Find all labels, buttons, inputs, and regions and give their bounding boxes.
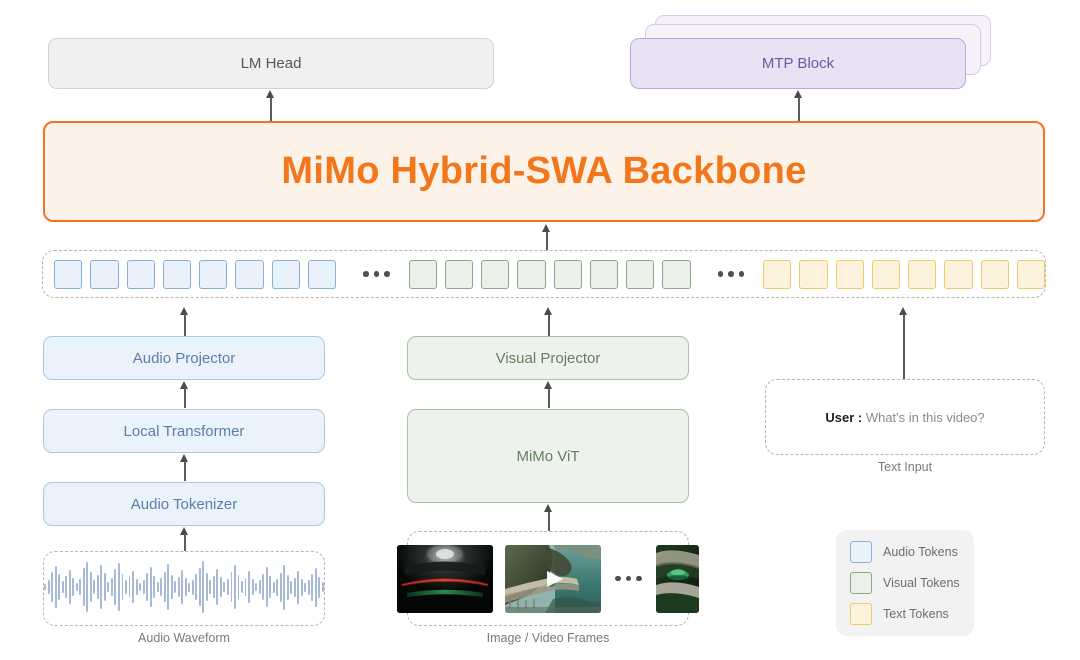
visual-token <box>589 259 618 289</box>
arrow-frames-to-vit <box>542 504 556 531</box>
token-sequence-container <box>42 250 1046 298</box>
visual-token <box>444 259 473 289</box>
arrow-visual-projector-to-tokens <box>542 307 556 336</box>
backbone-label: MiMo Hybrid-SWA Backbone <box>281 150 807 192</box>
car-rear-image <box>397 544 494 613</box>
audio-token <box>162 259 191 289</box>
lm-head-label: LM Head <box>240 55 302 72</box>
mimo-vit-label: MiMo ViT <box>516 447 580 465</box>
visual-projector-box: Visual Projector <box>407 336 689 380</box>
audio-projector-label: Audio Projector <box>132 349 236 367</box>
backbone-box: MiMo Hybrid-SWA Backbone <box>43 121 1045 222</box>
text-token <box>980 259 1009 289</box>
visual-token <box>481 259 510 289</box>
legend-label-text: Text Tokens <box>883 607 949 621</box>
legend-swatch-visual <box>850 572 872 594</box>
arrow-local-transformer-to-audio-projector <box>178 381 192 408</box>
frame-thumbnail-car-rear <box>397 544 494 613</box>
legend-item-visual-tokens: Visual Tokens <box>850 572 960 594</box>
image-video-frames-container <box>397 531 699 626</box>
green-car-shape <box>666 568 689 580</box>
frame-thumbnail-coastal-road <box>505 544 602 613</box>
visual-token <box>553 259 582 289</box>
user-query-text: What's in this video? <box>865 409 985 425</box>
arrow-audio-tokenizer-to-local-transformer <box>178 454 192 481</box>
audio-token <box>271 259 300 289</box>
text-token <box>763 259 792 289</box>
legend-item-audio-tokens: Audio Tokens <box>850 541 960 563</box>
frame-thumbnail-green-car <box>655 544 699 613</box>
text-token <box>871 259 900 289</box>
audio-token <box>235 259 264 289</box>
arrow-tokens-to-backbone <box>540 224 554 250</box>
play-icon <box>547 570 564 587</box>
text-token <box>908 259 937 289</box>
audio-tokenizer-box: Audio Tokenizer <box>43 482 325 526</box>
visual-projector-label: Visual Projector <box>495 349 601 367</box>
audio-tokenizer-label: Audio Tokenizer <box>130 495 238 513</box>
legend-label-audio: Audio Tokens <box>883 545 958 559</box>
arrow-backbone-to-lm-head <box>264 90 278 121</box>
audio-token <box>126 259 155 289</box>
mtp-block-label: MTP Block <box>761 55 835 72</box>
arrow-vit-to-visual-projector <box>542 381 556 408</box>
green-car-image <box>655 544 699 613</box>
audio-token <box>307 259 336 289</box>
legend-panel: Audio Tokens Visual Tokens Text Tokens <box>836 530 974 636</box>
text-token <box>835 259 864 289</box>
text-token <box>944 259 973 289</box>
visual-token <box>662 259 691 289</box>
image-video-frames-caption: Image / Video Frames <box>486 631 610 645</box>
frame-ellipsis <box>615 575 642 582</box>
arrow-waveform-to-audio-tokenizer <box>178 527 192 551</box>
local-transformer-label: Local Transformer <box>123 422 245 440</box>
text-input-value: User : What's in this video? <box>825 410 984 425</box>
audio-token <box>199 259 228 289</box>
legend-label-visual: Visual Tokens <box>883 576 960 590</box>
text-token <box>799 259 828 289</box>
audio-token <box>54 259 83 289</box>
arrow-audio-projector-to-tokens <box>178 307 192 336</box>
mimo-vit-box: MiMo ViT <box>407 409 689 503</box>
user-label: User : <box>825 409 863 425</box>
visual-token <box>517 259 546 289</box>
mtp-block-box: MTP Block <box>630 38 966 89</box>
text-input-caption: Text Input <box>877 460 933 474</box>
arrow-text-input-to-tokens <box>897 307 911 379</box>
token-ellipsis-audio-visual <box>363 271 390 277</box>
local-transformer-box: Local Transformer <box>43 409 325 453</box>
audio-waveform-container <box>43 551 325 626</box>
lm-head-box: LM Head <box>48 38 494 89</box>
token-ellipsis-visual-text <box>717 271 744 277</box>
text-input-container: User : What's in this video? <box>765 379 1045 455</box>
audio-projector-box: Audio Projector <box>43 336 325 380</box>
text-token <box>1016 259 1045 289</box>
audio-waveform-caption: Audio Waveform <box>138 631 230 645</box>
visual-token <box>626 259 655 289</box>
legend-item-text-tokens: Text Tokens <box>850 603 960 625</box>
visual-token <box>408 259 437 289</box>
coastal-road-image <box>505 544 602 613</box>
arrow-backbone-to-mtp-block <box>792 90 806 121</box>
token-sequence <box>43 251 1045 297</box>
legend-swatch-text <box>850 603 872 625</box>
audio-waveform-icon <box>44 552 324 622</box>
frame-thumbnails <box>397 532 699 625</box>
audio-token <box>90 259 119 289</box>
legend-swatch-audio <box>850 541 872 563</box>
